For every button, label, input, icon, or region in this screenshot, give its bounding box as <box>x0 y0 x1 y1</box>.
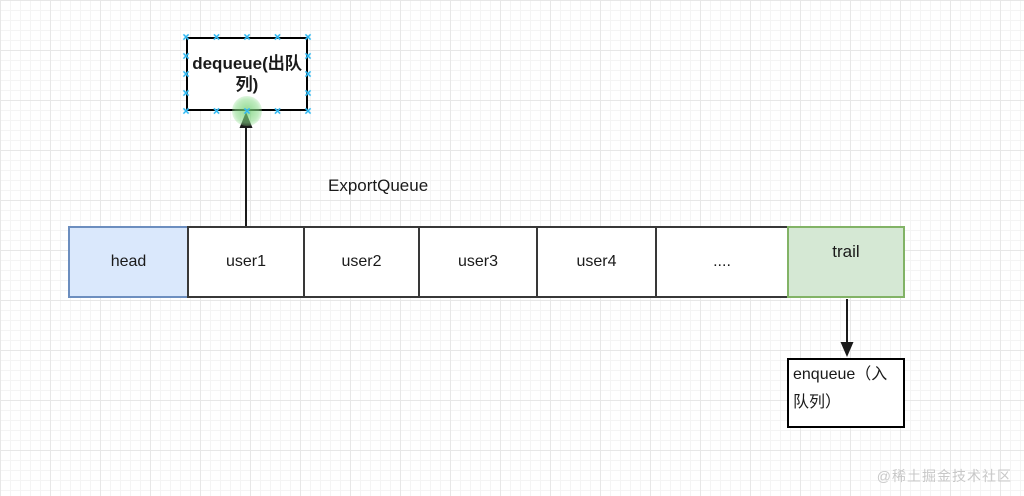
queue-cell-ellipsis[interactable]: .... <box>655 226 789 298</box>
export-queue-label[interactable]: ExportQueue <box>328 176 429 195</box>
enqueue-box[interactable]: enqueue（入队列） <box>787 358 905 428</box>
queue-cell-user3[interactable]: user3 <box>418 226 538 298</box>
queue-cell-head[interactable]: head <box>68 226 189 298</box>
arrow-enqueue[interactable] <box>840 299 854 357</box>
queue-cell-user1[interactable]: user1 <box>187 226 305 298</box>
dequeue-box[interactable]: dequeue(出队列) <box>186 37 308 111</box>
queue-cell-user4[interactable]: user4 <box>536 226 657 298</box>
queue-cell-user2[interactable]: user2 <box>303 226 420 298</box>
connection-highlight-dot <box>232 96 262 126</box>
arrow-dequeue[interactable] <box>239 112 253 226</box>
queue-cell-trail[interactable]: trail <box>787 226 905 298</box>
watermark: @稀土掘金技术社区 <box>876 468 1012 484</box>
